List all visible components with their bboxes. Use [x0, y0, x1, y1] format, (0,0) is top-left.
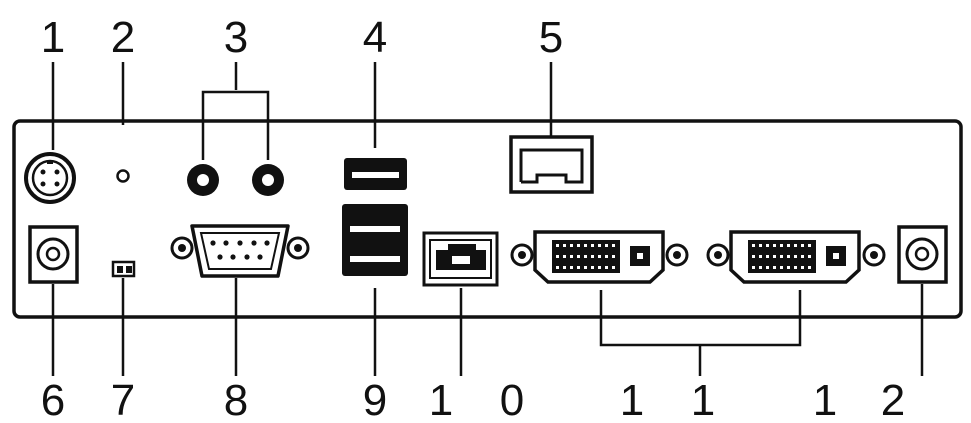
callout-label-1: 1: [41, 13, 65, 62]
callout-label-12-digit-1: 1: [813, 376, 837, 423]
callout-label-10-digit-0: 0: [500, 376, 524, 423]
sfp-port-icon: [422, 231, 499, 287]
callout-label-8: 8: [224, 376, 248, 423]
dip-switch-icon: [111, 260, 136, 278]
callout-label-9: 9: [363, 376, 387, 423]
callout-label-11-digit-1a: 1: [620, 376, 644, 423]
reset-pinhole-icon: [116, 169, 130, 183]
usb-port-icon: [344, 158, 407, 190]
callout-label-10-digit-1: 1: [429, 376, 453, 423]
dc-power-jack-icon: [897, 225, 948, 284]
dvi-port-icon: [510, 230, 689, 284]
db9-serial-port-icon: [170, 224, 310, 278]
callout-label-11-digit-1b: 1: [691, 376, 715, 423]
callout-label-4: 4: [363, 13, 387, 62]
callout-label-2: 2: [111, 13, 135, 62]
dc-power-jack-icon: [28, 225, 79, 284]
callout-label-6: 6: [41, 376, 65, 423]
bottom-leader-lines: [51, 278, 924, 376]
chassis-outline: [12, 119, 963, 319]
callout-label-7: 7: [111, 376, 135, 423]
dvi-port-icon: [706, 230, 886, 284]
dual-usb-port-icon: [342, 204, 408, 276]
audio-jack-icon: [187, 164, 284, 196]
top-leader-lines: [51, 62, 553, 160]
power-jack-4pin-icon: [24, 152, 76, 204]
callout-label-3: 3: [224, 13, 248, 62]
callout-label-5: 5: [539, 13, 563, 62]
callout-label-12-digit-2: 2: [881, 376, 905, 423]
rj45-port-icon: [509, 135, 594, 194]
